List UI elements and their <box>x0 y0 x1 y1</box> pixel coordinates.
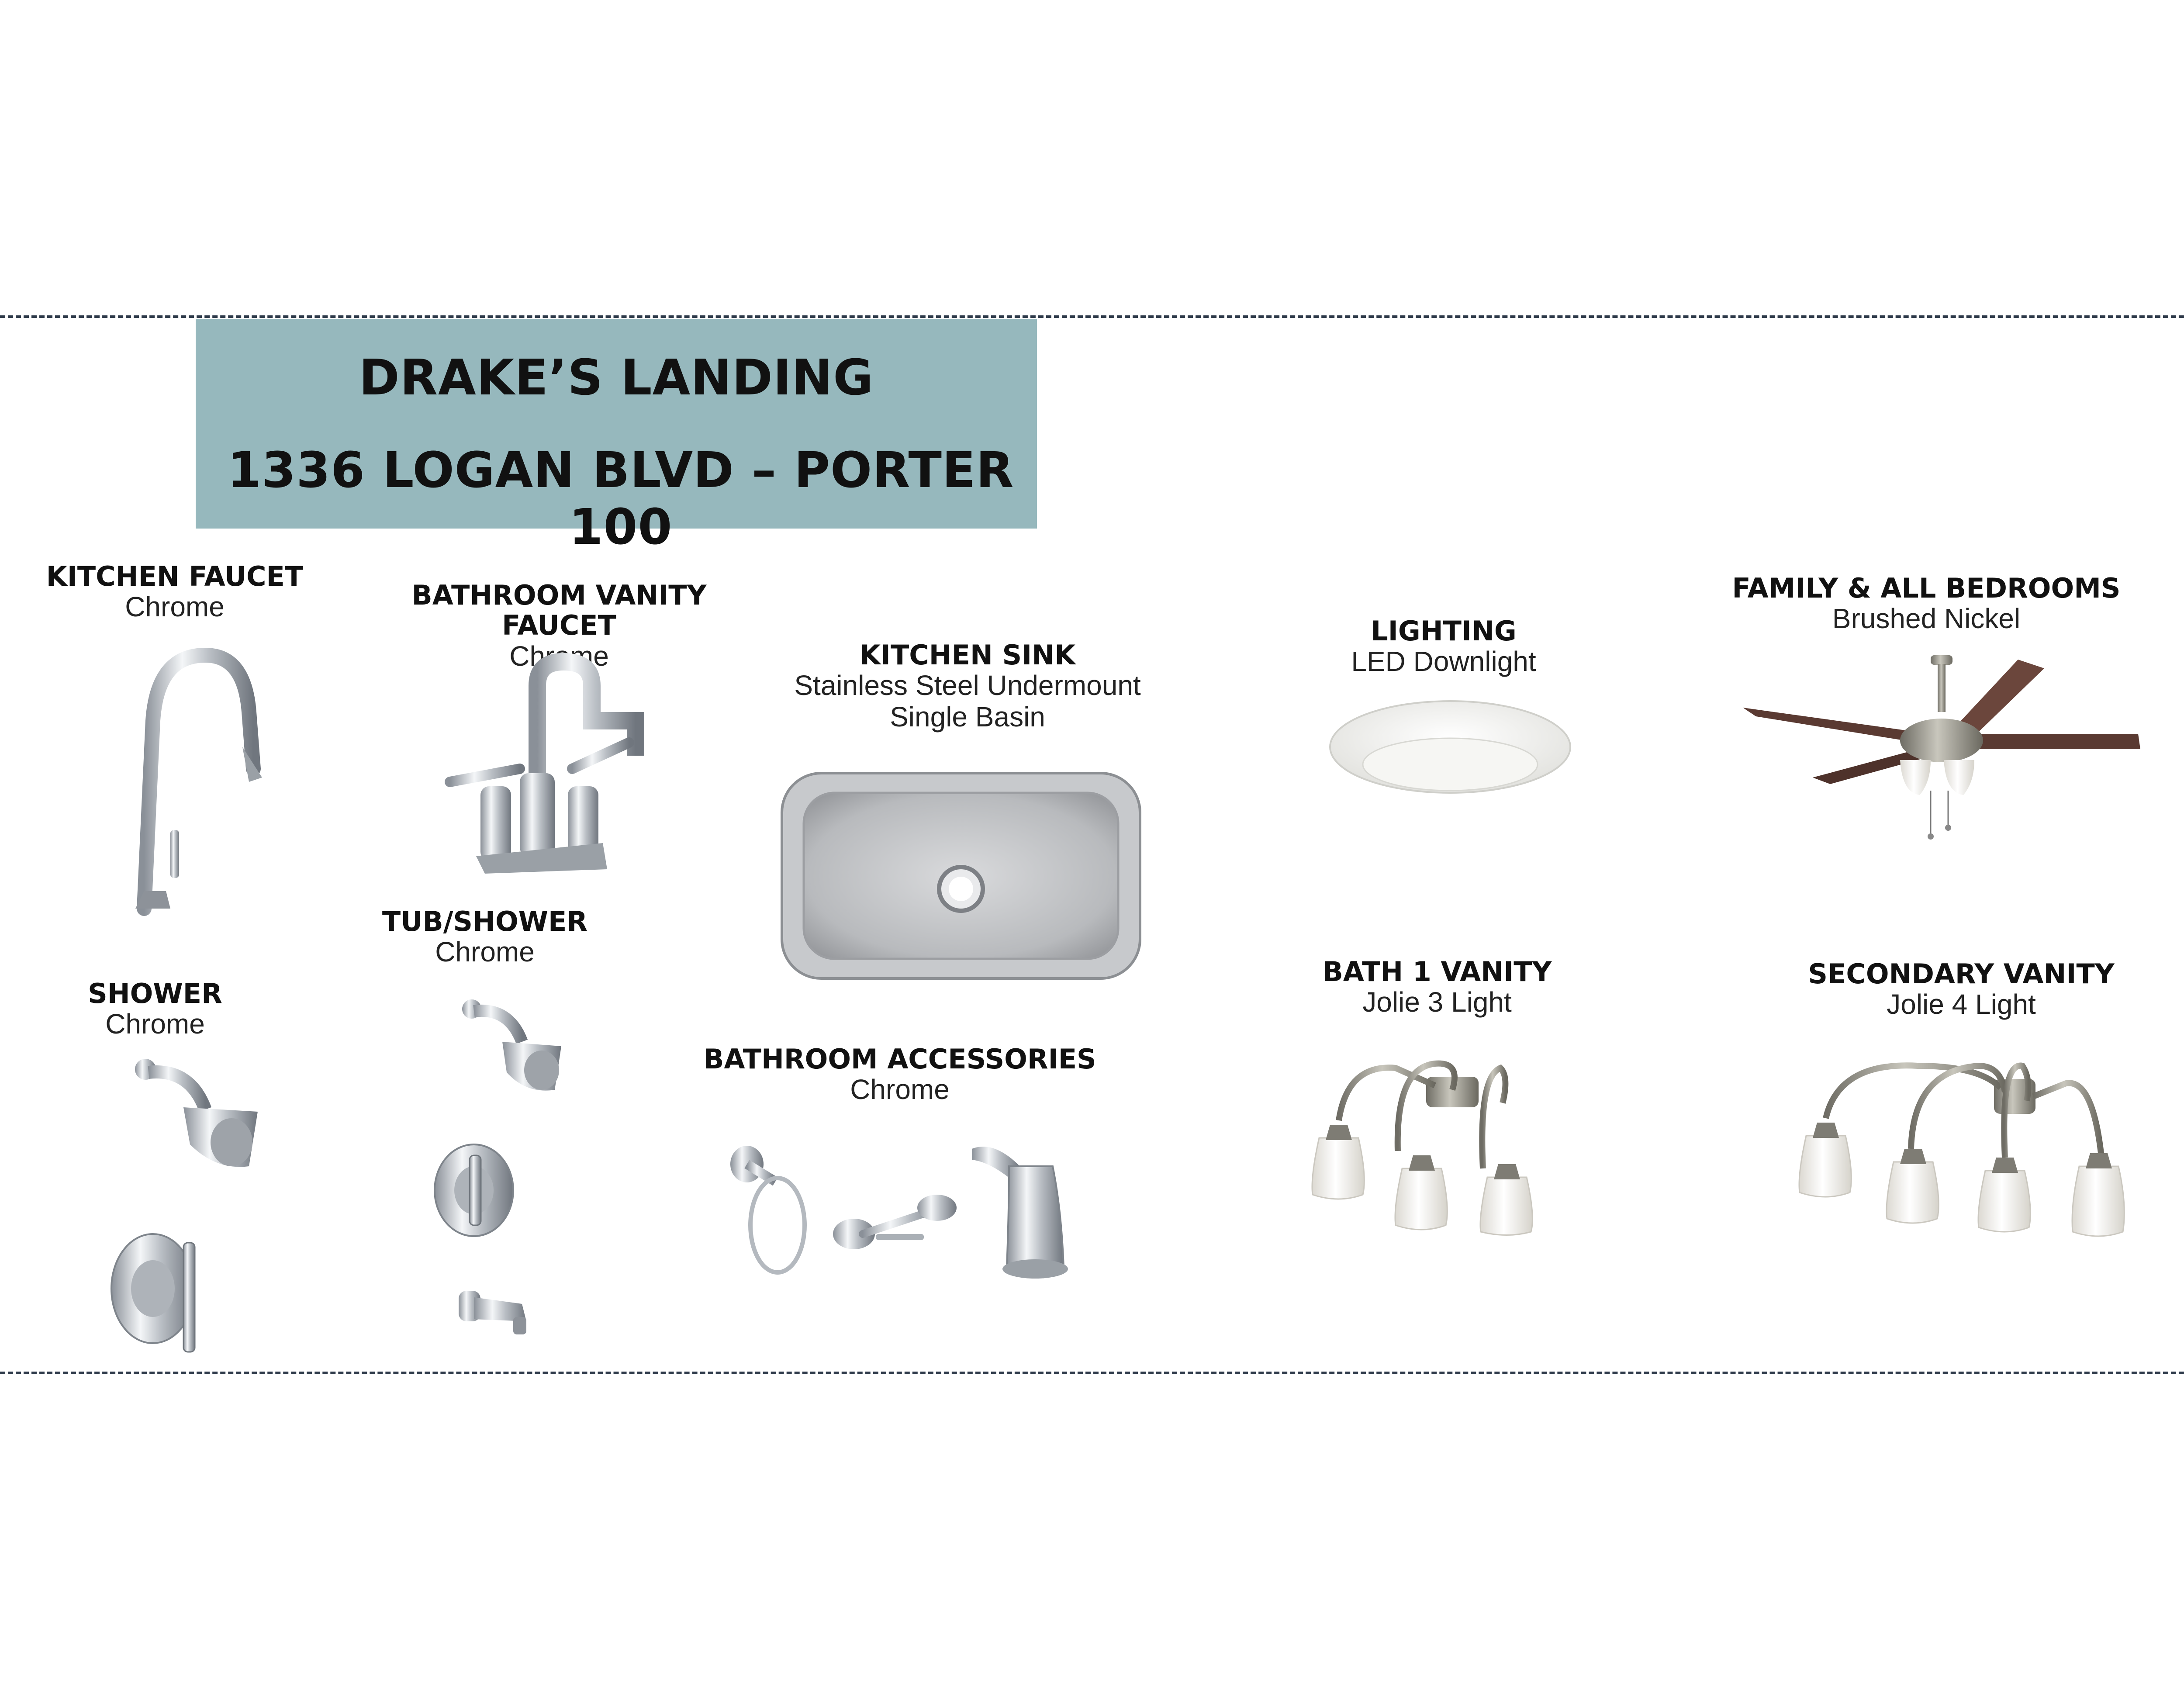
lighting-label: LIGHTING LED Downlight <box>1269 616 1618 677</box>
secondary-vanity-label: SECONDARY VANITY Jolie 4 Light <box>1747 959 2175 1020</box>
title-banner: DRAKE’S LANDING 1336 LOGAN BLVD – PORTER… <box>196 319 1037 556</box>
towel-ring-icon <box>730 1146 807 1275</box>
toilet-lever-icon <box>972 1147 1068 1279</box>
bathroom-vanity-faucet-heading: BATHROOM VANITY FAUCET <box>411 579 707 642</box>
shower-label: SHOWER Chrome <box>44 978 266 1040</box>
bathroom-accessories-finish: Chrome <box>850 1074 950 1106</box>
toilet-paper-holder-icon <box>833 1195 957 1249</box>
shower-finish: Chrome <box>105 1008 205 1040</box>
tub-shower-head-icon <box>462 999 561 1091</box>
page-title: DRAKE’S LANDING <box>359 349 874 406</box>
shower-heading: SHOWER <box>88 978 222 1009</box>
secondary-vanity-finish: Jolie 4 Light <box>1887 988 2036 1020</box>
secondary-vanity-heading: SECONDARY VANITY <box>1808 958 2115 990</box>
kitchen-faucet-icon <box>135 647 262 916</box>
bathroom-vanity-faucet-icon <box>445 653 644 874</box>
tub-shower-valve-icon <box>434 1144 514 1237</box>
bath1-vanity-finish: Jolie 3 Light <box>1362 986 1512 1018</box>
tub-spout-icon <box>459 1291 526 1334</box>
bath1-vanity-heading: BATH 1 VANITY <box>1322 956 1552 988</box>
lighting-heading: LIGHTING <box>1371 615 1517 647</box>
address-subtitle: 1336 LOGAN BLVD – PORTER 100 <box>227 442 1014 556</box>
kitchen-faucet-heading: KITCHEN FAUCET <box>46 560 304 592</box>
tub-shower-heading: TUB/SHOWER <box>382 906 588 937</box>
family-bedrooms-finish: Brushed Nickel <box>1832 603 2021 635</box>
kitchen-sink-icon <box>781 772 1141 980</box>
bathroom-vanity-faucet-label: BATHROOM VANITY FAUCET Chrome <box>363 580 756 672</box>
led-downlight-icon <box>1329 700 1571 794</box>
kitchen-sink-finish-line1: Stainless Steel Undermount <box>794 670 1141 702</box>
shower-head-icon <box>135 1059 258 1167</box>
ceiling-fan-icon <box>1743 655 2140 840</box>
kitchen-sink-heading: KITCHEN SINK <box>859 639 1076 671</box>
kitchen-faucet-finish: Chrome <box>125 591 225 623</box>
tub-shower-label: TUB/SHOWER Chrome <box>354 906 616 968</box>
kitchen-faucet-label: KITCHEN FAUCET Chrome <box>44 561 306 623</box>
bathroom-accessories-heading: BATHROOM ACCESSORIES <box>703 1043 1096 1075</box>
shower-valve-icon <box>111 1233 196 1353</box>
top-dashed-divider <box>0 315 2184 318</box>
family-bedrooms-heading: FAMILY & ALL BEDROOMS <box>1732 572 2121 604</box>
family-bedrooms-label: FAMILY & ALL BEDROOMS Brushed Nickel <box>1708 573 2145 635</box>
bottom-dashed-divider <box>0 1372 2184 1374</box>
tub-shower-finish: Chrome <box>435 936 535 968</box>
lighting-finish: LED Downlight <box>1351 646 1536 677</box>
bath1-vanity-fixture-icon <box>1311 1060 1533 1236</box>
kitchen-sink-finish-line2: Single Basin <box>890 701 1045 733</box>
bathroom-accessories-label: BATHROOM ACCESSORIES Chrome <box>699 1044 1101 1106</box>
secondary-vanity-fixture-icon <box>1798 1062 2125 1237</box>
bath1-vanity-label: BATH 1 VANITY Jolie 3 Light <box>1267 957 1607 1018</box>
kitchen-sink-label: KITCHEN SINK Stainless Steel Undermount … <box>760 640 1175 733</box>
